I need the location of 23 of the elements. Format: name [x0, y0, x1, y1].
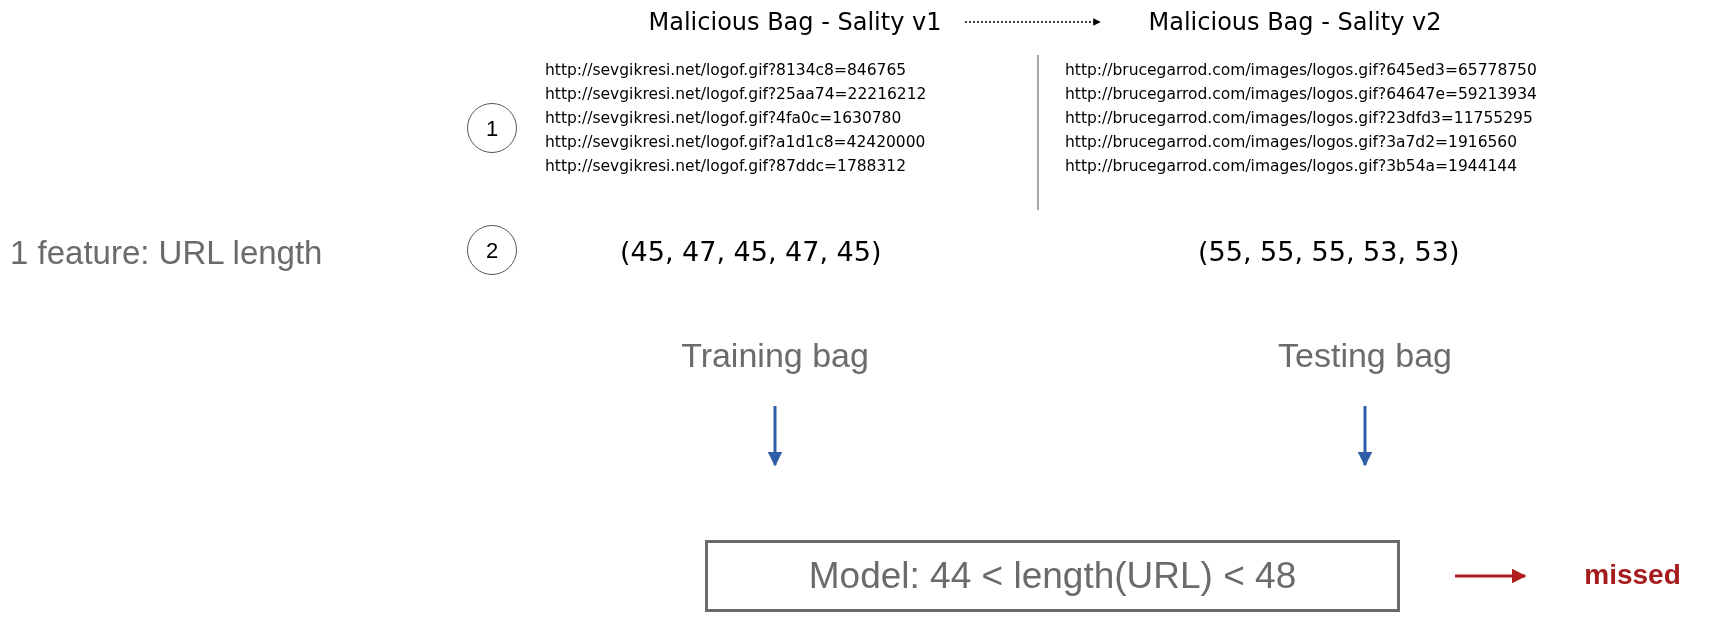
arrow — [1455, 568, 1527, 584]
result-label: missed — [1545, 552, 1720, 598]
feature-label: 1 feature: URL length — [10, 233, 323, 273]
url-text: http://sevgikresi.net/logof.gif?87ddc=1788312 — [545, 156, 908, 177]
url-text: http://brucegarrod.com/images/logos.gif?23dfd3=11755295 — [1065, 108, 1534, 129]
url-text: http://brucegarrod.com/images/logos.gif?64647e=59213934 — [1065, 84, 1537, 105]
bag-title: Malicious Bag - Sality v1 — [600, 4, 990, 40]
bag-title: Malicious Bag - Sality v2 — [1095, 4, 1495, 40]
url-text: http://brucegarrod.com/images/logos.gif?645ed3=65778750 — [1065, 60, 1537, 81]
arrow — [767, 406, 783, 467]
url-text: http://sevgikresi.net/logof.gif?4fa0c=1630780 — [545, 108, 903, 129]
url-text: http://sevgikresi.net/logof.gif?a1d1c8=42420000 — [545, 132, 927, 153]
dotted-arrow — [964, 18, 1101, 26]
feature-vector: (45, 47, 45, 47, 45) — [620, 235, 882, 269]
arrow — [1357, 406, 1373, 467]
bag-label: Testing bag — [1225, 330, 1505, 380]
url-text: http://brucegarrod.com/images/logos.gif?3a7d2=1916560 — [1065, 132, 1519, 153]
url-text: http://sevgikresi.net/logof.gif?25aa74=22216212 — [545, 84, 927, 105]
url-text: http://sevgikresi.net/logof.gif?8134c8=846765 — [545, 60, 908, 81]
url-text: http://brucegarrod.com/images/logos.gif?3b54a=1944144 — [1065, 156, 1519, 177]
bag-label: Training bag — [635, 330, 915, 380]
feature-vector: (55, 55, 55, 53, 53) — [1198, 235, 1460, 269]
model-box: Model: 44 < length(URL) < 48 — [705, 540, 1400, 612]
